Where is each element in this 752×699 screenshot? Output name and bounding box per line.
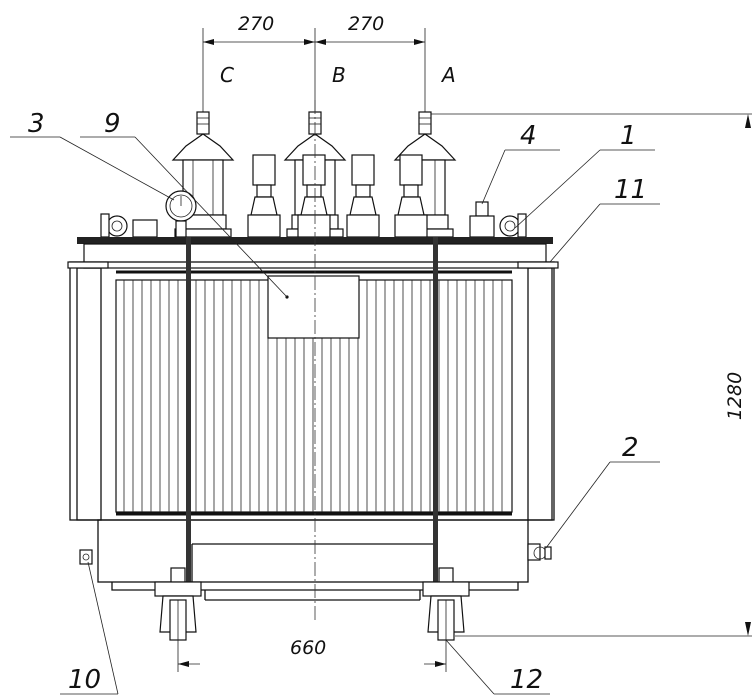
tank-body xyxy=(67,261,559,521)
dimension-660: 660 xyxy=(290,637,326,659)
callout-label-12: 12 xyxy=(510,665,543,695)
dimension-270-left: 270 xyxy=(238,13,274,35)
drain-valve-icon xyxy=(527,543,552,561)
tie-rod-left xyxy=(186,237,191,597)
lv-bushings xyxy=(247,154,428,238)
phase-label-a: A xyxy=(440,63,456,87)
breather-valve xyxy=(469,201,495,238)
wheel-right xyxy=(422,567,470,641)
callout-1 xyxy=(514,149,655,229)
hv-bushing-c xyxy=(171,111,235,238)
callout-label-1: 1 xyxy=(620,121,637,151)
lifting-eye-left xyxy=(100,213,128,238)
callout-12 xyxy=(445,639,550,695)
callout-label-3: 3 xyxy=(28,109,45,139)
callout-label-11: 11 xyxy=(614,175,647,205)
callout-11 xyxy=(549,203,660,263)
gauge-icon xyxy=(165,190,197,238)
ground-terminal-icon xyxy=(79,549,93,565)
callout-10 xyxy=(60,561,119,695)
callout-3 xyxy=(10,136,175,201)
callout-2 xyxy=(545,461,660,549)
callout-label-9: 9 xyxy=(104,109,121,139)
cover-fitting xyxy=(132,219,158,238)
wheel-left xyxy=(154,567,202,641)
dimension-270-right: 270 xyxy=(348,13,384,35)
height-dimension-lines xyxy=(425,113,752,637)
tie-rod-right xyxy=(433,237,438,597)
nameplate xyxy=(267,275,360,339)
callout-label-2: 2 xyxy=(622,433,639,463)
callout-4 xyxy=(481,149,560,205)
callout-9 xyxy=(80,136,288,298)
bottom-dimension-lines xyxy=(177,640,447,672)
callout-label-10: 10 xyxy=(68,665,101,695)
top-dimension-lines xyxy=(202,28,426,120)
lifting-eye-right xyxy=(499,213,527,238)
phase-label-c: C xyxy=(220,63,234,87)
tank-base xyxy=(97,519,529,601)
dimension-1280: 1280 xyxy=(724,372,746,420)
phase-label-b: B xyxy=(332,63,346,87)
callout-label-4: 4 xyxy=(520,121,537,151)
